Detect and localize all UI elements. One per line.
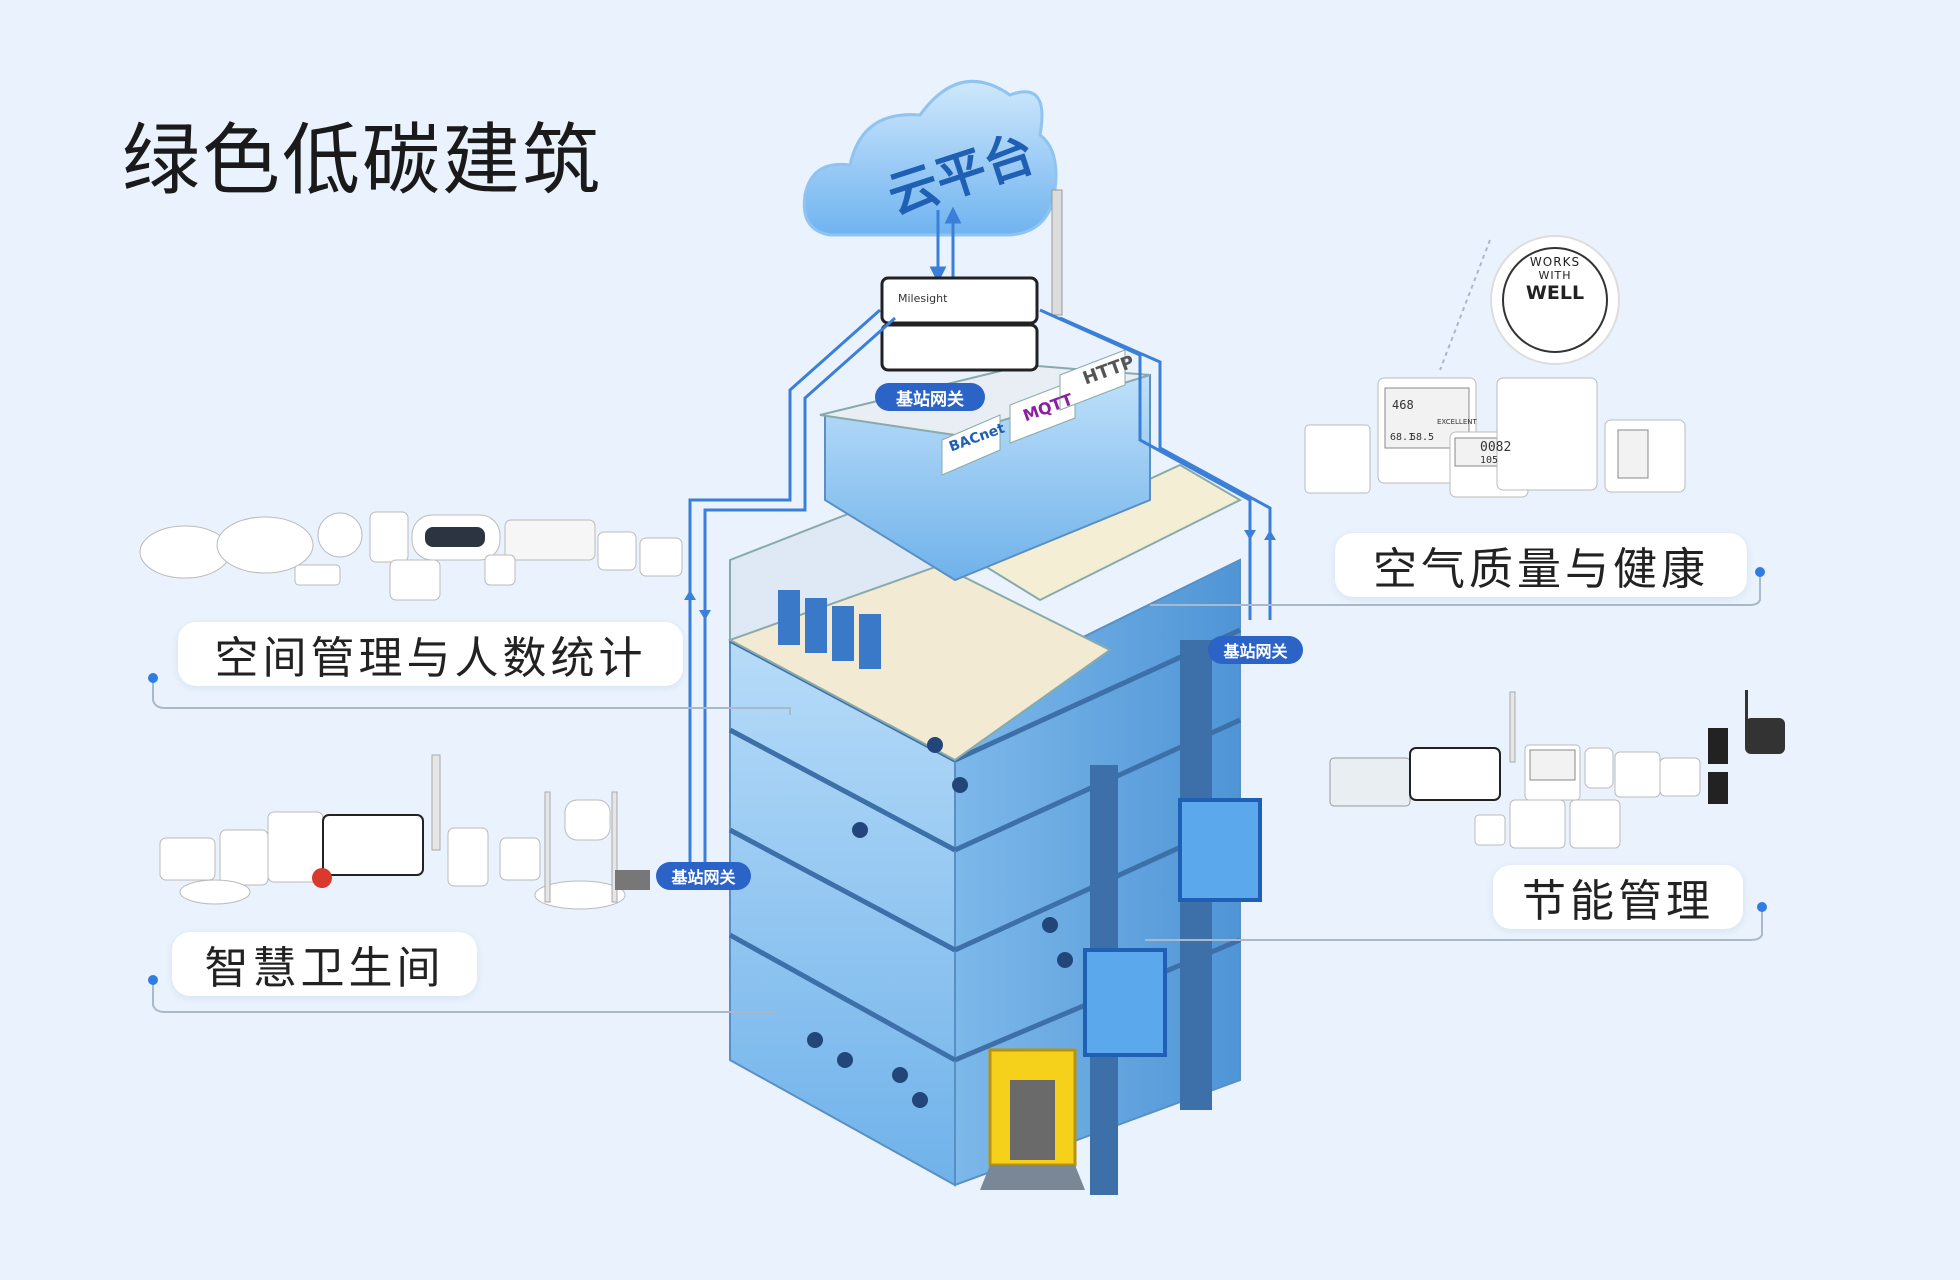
device-screen-value-5: 105 [1480,455,1499,466]
space-management-devices [139,511,683,601]
category-space-management: 空间管理与人数统计 [178,622,683,686]
protocol-boxes [941,349,1126,476]
category-energy-management: 节能管理 [1493,865,1743,929]
badge-line2: WITH [1538,269,1572,282]
entrance-door [980,1048,1085,1190]
gateway-brand: Milesight [898,292,948,305]
badge-line1: WORKS [1529,255,1581,269]
device-screen-status: EXCELLENT [1437,418,1477,426]
air-quality-devices [1304,235,1686,498]
building [727,363,1262,1195]
badge-line3: WELL [1525,282,1585,304]
device-screen-value-3: 58.5 [1410,432,1435,443]
category-connectors [152,239,1763,1013]
gateway-label-right: 基站网关 [1208,636,1303,664]
category-air-quality: 空气质量与健康 [1335,533,1747,597]
category-air-dot [1755,567,1765,577]
cloud-platform-icon [802,79,1058,237]
cloud-link-arrows [929,206,962,284]
category-smart-washroom: 智慧卫生间 [172,932,477,996]
works-with-well-badge: WORKS WITH WELL [1515,255,1595,304]
page-title: 绿色低碳建筑 [122,116,603,206]
gateway-label-left: 基站网关 [656,862,751,890]
elevator-car [1083,798,1262,1057]
category-energy-dot [1757,902,1767,912]
energy-devices [1329,690,1785,849]
gateway-device [880,189,1063,372]
washroom-devices [159,754,650,910]
device-screen-value-1: 468 [1392,398,1414,412]
category-washroom-dot [148,975,158,985]
device-screen-value-4: 0082 [1480,440,1512,455]
device-screen-value-2: 68.1 [1390,432,1415,443]
category-space-dot [148,673,158,683]
gateway-label-top: 基站网关 [875,383,985,411]
